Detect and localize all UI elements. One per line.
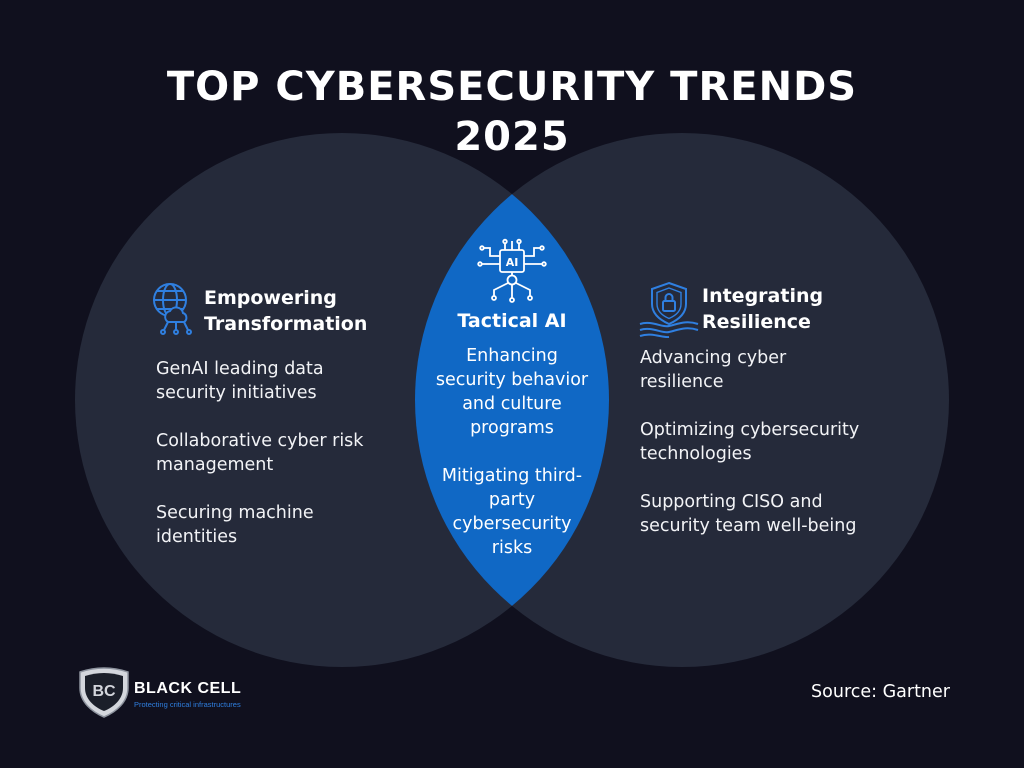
center-heading: Tactical AI [457,310,567,332]
logo-monogram: BC [92,683,116,700]
logo-name: BLACK CELL [134,680,242,697]
center-item-2-line-4: risks [491,538,533,558]
right-heading: Integrating Resilience [702,283,823,335]
title-line-1: TOP CYBERSECURITY TRENDS [166,64,858,110]
logo-tagline: Protecting critical infrastructures [134,700,241,709]
left-item-2-line-2: management [156,455,274,475]
left-item-1-line-2: security initiatives [156,383,317,403]
right-item-3: Supporting CISO and security team well-b… [640,490,856,538]
center-item-1: Enhancing security behavior and culture … [412,344,612,440]
black-cell-logo: BC BLACK CELL Protecting critical infras… [76,666,276,718]
center-item-2-line-3: cybersecurity [452,514,572,534]
center-item-2-line-1: Mitigating third- [441,466,583,486]
right-item-2-line-1: Optimizing cybersecurity [640,420,860,440]
left-item-1-line-1: GenAI leading data [156,359,324,379]
left-item-3-line-1: Securing machine [156,503,314,523]
center-item-2-line-2: party [488,490,536,510]
left-item-1: GenAI leading data security initiatives [156,357,324,405]
right-item-1: Advancing cyber resilience [640,346,786,394]
left-heading-line-2: Transformation [204,313,368,335]
left-item-2-line-1: Collaborative cyber risk [156,431,364,451]
right-item-2-line-2: technologies [640,444,752,464]
source-credit: Source: Gartner [811,682,950,702]
right-heading-line-2: Resilience [702,311,811,333]
left-item-3-line-2: identities [156,527,238,547]
left-item-3: Securing machine identities [156,501,314,549]
ai-icon-text: AI [506,256,519,269]
left-heading-line-1: Empowering [204,287,337,309]
right-item-3-line-2: security team well-being [640,516,857,536]
center-item-2: Mitigating third- party cybersecurity ri… [412,464,612,560]
left-item-2: Collaborative cyber risk management [156,429,363,477]
right-item-3-line-1: Supporting CISO and [640,492,823,512]
center-item-1-line-2: security behavior [435,370,589,390]
cloud-globe-network-icon [153,283,192,335]
center-item-1-line-1: Enhancing [466,346,558,366]
right-item-1-line-2: resilience [640,372,724,392]
page-title: TOP CYBERSECURITY TRENDS 2025 [0,62,1024,162]
center-item-1-line-4: programs [470,418,554,438]
shield-lock-icon [639,281,699,338]
title-line-2: 2025 [454,114,570,160]
left-heading: Empowering Transformation [204,285,367,337]
overlap-region [415,133,609,667]
center-item-1-line-3: and culture [462,394,562,414]
ai-circuit-icon: AI [477,238,547,303]
right-item-1-line-1: Advancing cyber [640,348,787,368]
bc-shield-icon: BC [79,667,129,718]
right-heading-line-1: Integrating [702,285,824,307]
right-item-2: Optimizing cybersecurity technologies [640,418,859,466]
